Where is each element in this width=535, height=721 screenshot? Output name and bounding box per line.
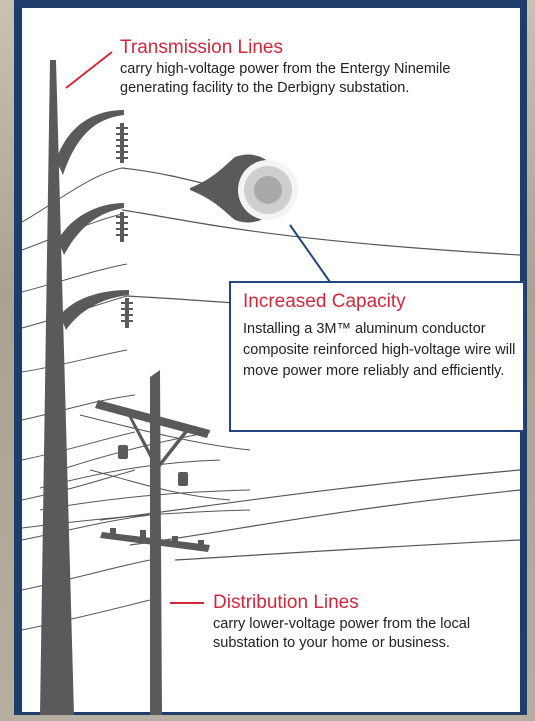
increased-capacity-title: Increased Capacity [243,291,406,312]
transmission-lines-title: Transmission Lines [120,37,283,58]
transmission-leader-line [65,51,113,89]
increased-capacity-callout: Increased Capacity Installing a 3M™ alum… [229,281,525,432]
capacity-leader-line [289,224,331,283]
conductor-cross-section-icon [190,154,298,223]
distribution-lines-description: carry lower-voltage power from the local… [213,616,471,651]
transmission-wires [21,167,151,631]
increased-capacity-description: Installing a 3M™ aluminum conductor comp… [243,321,516,379]
distribution-lines-title: Distribution Lines [213,592,359,613]
insulator-icon [116,123,133,328]
transmission-tower-icon [40,60,129,715]
distribution-pole-icon [95,370,210,715]
transmission-lines-description: carry high-voltage power from the Enterg… [120,61,451,96]
